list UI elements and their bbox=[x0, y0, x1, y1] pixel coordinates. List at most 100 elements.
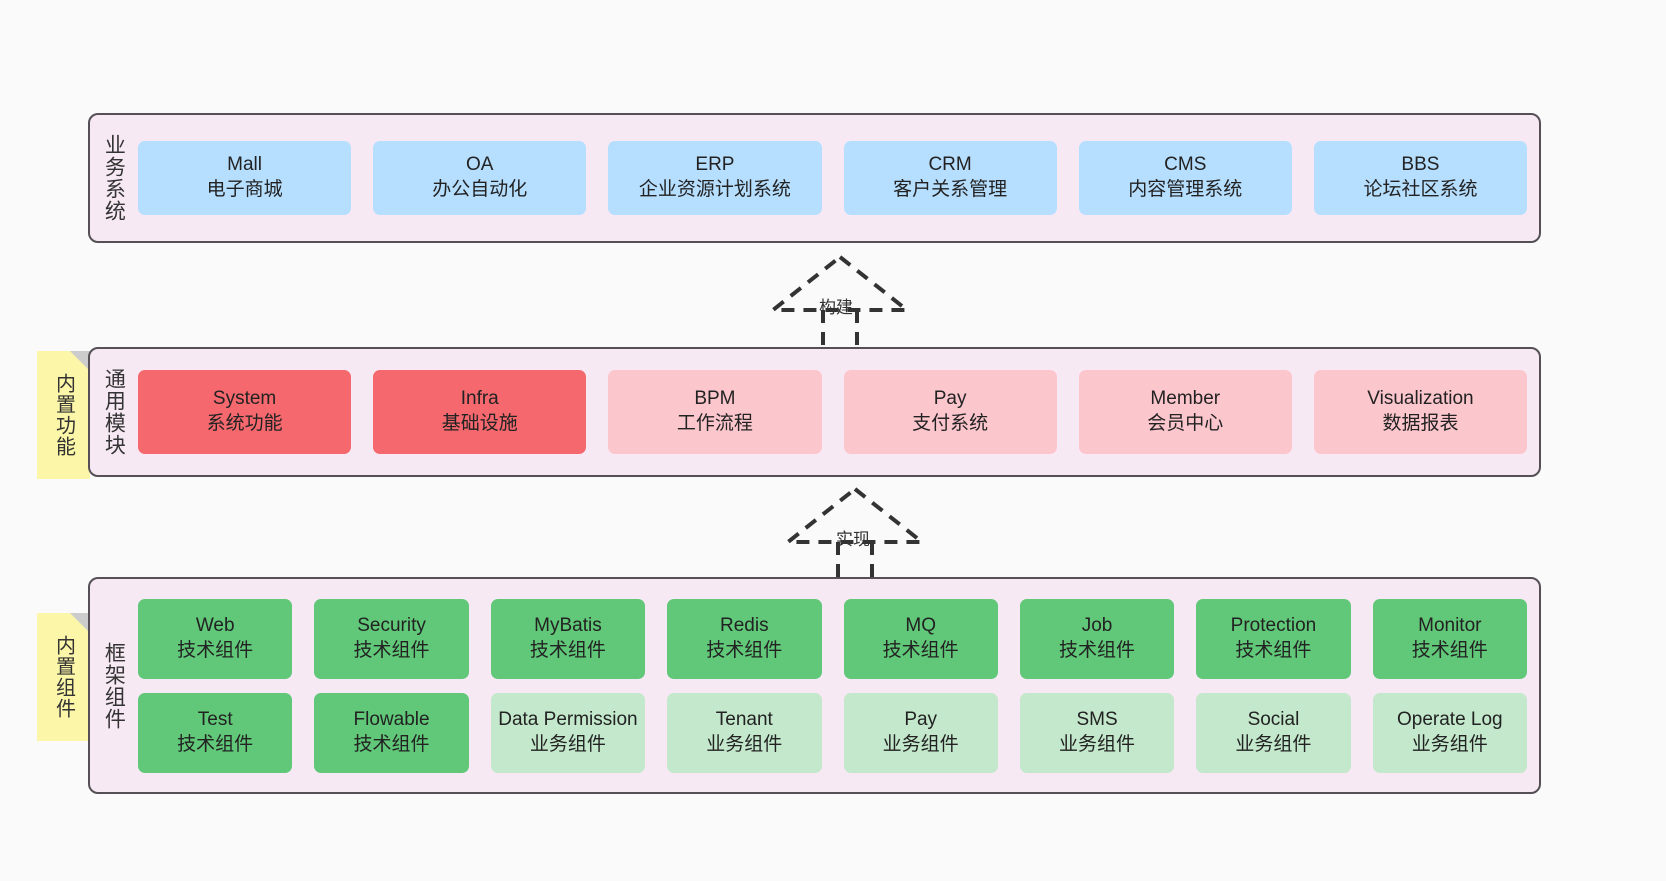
card-system[interactable]: System 系统功能 bbox=[138, 370, 352, 454]
layer-common-modules-label: 通用模块 bbox=[102, 368, 126, 456]
connector-implement-label: 实现 bbox=[836, 530, 870, 549]
card-test-name: Test bbox=[197, 708, 233, 730]
card-tenant[interactable]: Tenant 业务组件 bbox=[667, 692, 822, 773]
card-erp-name: ERP bbox=[695, 154, 735, 176]
layer-business-system-body: Mall 电子商城 OA 办公自动化 ERP 企业资源计划系统 CRM 客户关系… bbox=[136, 115, 1539, 241]
layer-business-system: 业务系统 Mall 电子商城 OA 办公自动化 ERP 企业资源计划系统 CRM… bbox=[88, 113, 1541, 243]
card-crm[interactable]: CRM 客户关系管理 bbox=[843, 141, 1057, 215]
layer-business-system-label: 业务系统 bbox=[102, 134, 126, 222]
card-social-desc: 业务组件 bbox=[1235, 733, 1312, 755]
card-member-name: Member bbox=[1150, 388, 1221, 410]
card-security-desc: 技术组件 bbox=[353, 639, 430, 661]
card-redis-desc: 技术组件 bbox=[706, 639, 783, 661]
card-pay-component[interactable]: Pay 业务组件 bbox=[843, 692, 998, 773]
layer-framework-components-body: Web 技术组件 Security 技术组件 MyBatis 技术组件 Redi… bbox=[136, 579, 1539, 792]
card-oa-name: OA bbox=[466, 154, 494, 176]
card-web-name: Web bbox=[195, 614, 235, 636]
card-visualization[interactable]: Visualization 数据报表 bbox=[1313, 370, 1528, 454]
card-mq[interactable]: MQ 技术组件 bbox=[843, 598, 998, 679]
card-data-permission-name: Data Permission bbox=[498, 708, 638, 730]
card-redis-name: Redis bbox=[720, 614, 769, 636]
card-mall-desc: 电子商城 bbox=[206, 179, 283, 200]
sticky-note-builtin-components: 内置组件 bbox=[37, 613, 90, 741]
card-security[interactable]: Security 技术组件 bbox=[314, 598, 469, 679]
card-monitor-desc: 技术组件 bbox=[1411, 639, 1488, 661]
card-oa[interactable]: OA 办公自动化 bbox=[373, 141, 587, 215]
card-bbs[interactable]: BBS 论坛社区系统 bbox=[1313, 141, 1528, 215]
card-sms-name: SMS bbox=[1076, 708, 1118, 730]
card-cms-name: CMS bbox=[1164, 154, 1207, 176]
module-card-row: System 系统功能 Infra 基础设施 BPM 工作流程 Pay 支付系统… bbox=[138, 370, 1528, 454]
card-mybatis-name: MyBatis bbox=[534, 614, 602, 636]
card-pay-component-name: Pay bbox=[904, 708, 938, 730]
card-mybatis[interactable]: MyBatis 技术组件 bbox=[490, 598, 646, 679]
card-test-desc: 技术组件 bbox=[177, 733, 254, 755]
card-flowable-desc: 技术组件 bbox=[353, 733, 430, 755]
sticky-note-builtin-features: 内置功能 bbox=[37, 351, 90, 479]
card-job-desc: 技术组件 bbox=[1059, 639, 1136, 661]
layer-common-modules: 通用模块 System 系统功能 Infra 基础设施 BPM 工作流程 Pay… bbox=[88, 347, 1541, 477]
card-data-permission-desc: 业务组件 bbox=[529, 733, 606, 755]
card-mybatis-desc: 技术组件 bbox=[529, 639, 606, 661]
layer-framework-components-label: 框架组件 bbox=[102, 641, 126, 730]
card-web[interactable]: Web 技术组件 bbox=[138, 598, 293, 679]
card-crm-name: CRM bbox=[928, 154, 972, 176]
connector-implement: 实现 bbox=[770, 486, 940, 587]
card-bpm-name: BPM bbox=[694, 388, 736, 410]
card-mq-name: MQ bbox=[905, 614, 936, 636]
card-flowable-name: Flowable bbox=[353, 708, 430, 730]
connector-build: 构建 bbox=[755, 254, 925, 355]
card-visualization-name: Visualization bbox=[1367, 388, 1474, 410]
card-protection[interactable]: Protection 技术组件 bbox=[1196, 598, 1351, 679]
card-erp[interactable]: ERP 企业资源计划系统 bbox=[608, 141, 822, 215]
card-monitor[interactable]: Monitor 技术组件 bbox=[1372, 598, 1527, 679]
card-job[interactable]: Job 技术组件 bbox=[1019, 598, 1175, 679]
card-member-desc: 会员中心 bbox=[1147, 413, 1224, 434]
framework-tech-row: Web 技术组件 Security 技术组件 MyBatis 技术组件 Redi… bbox=[138, 598, 1527, 679]
card-cms-desc: 内容管理系统 bbox=[1128, 179, 1243, 200]
card-pay-module[interactable]: Pay 支付系统 bbox=[843, 370, 1057, 454]
card-pay-module-desc: 支付系统 bbox=[912, 413, 989, 434]
card-bpm-desc: 工作流程 bbox=[676, 413, 753, 434]
card-job-name: Job bbox=[1081, 614, 1113, 636]
card-system-desc: 系统功能 bbox=[206, 413, 283, 434]
card-social[interactable]: Social 业务组件 bbox=[1196, 692, 1351, 773]
card-security-name: Security bbox=[357, 614, 426, 636]
card-mq-desc: 技术组件 bbox=[882, 639, 959, 661]
card-redis[interactable]: Redis 技术组件 bbox=[667, 598, 822, 679]
card-erp-desc: 企业资源计划系统 bbox=[638, 179, 791, 200]
connector-build-label: 构建 bbox=[819, 298, 853, 317]
card-web-desc: 技术组件 bbox=[177, 639, 254, 661]
card-protection-desc: 技术组件 bbox=[1235, 639, 1312, 661]
layer-framework-components: 框架组件 Web 技术组件 Security 技术组件 MyBatis 技术组件… bbox=[88, 577, 1541, 794]
card-visualization-desc: 数据报表 bbox=[1382, 413, 1459, 434]
card-mall-name: Mall bbox=[227, 154, 262, 176]
card-oa-desc: 办公自动化 bbox=[432, 179, 528, 200]
card-sms[interactable]: SMS 业务组件 bbox=[1019, 692, 1175, 773]
card-tenant-name: Tenant bbox=[715, 708, 773, 730]
card-operate-log-desc: 业务组件 bbox=[1411, 733, 1488, 755]
card-mall[interactable]: Mall 电子商城 bbox=[138, 141, 352, 215]
card-operate-log[interactable]: Operate Log 业务组件 bbox=[1372, 692, 1527, 773]
card-cms[interactable]: CMS 内容管理系统 bbox=[1078, 141, 1292, 215]
card-data-permission[interactable]: Data Permission 业务组件 bbox=[490, 692, 646, 773]
card-pay-component-desc: 业务组件 bbox=[882, 733, 959, 755]
framework-business-row: Test 技术组件 Flowable 技术组件 Data Permission … bbox=[138, 692, 1527, 773]
card-member[interactable]: Member 会员中心 bbox=[1078, 370, 1292, 454]
card-system-name: System bbox=[212, 388, 277, 410]
business-card-row: Mall 电子商城 OA 办公自动化 ERP 企业资源计划系统 CRM 客户关系… bbox=[138, 141, 1528, 215]
card-protection-name: Protection bbox=[1230, 614, 1317, 636]
card-infra-desc: 基础设施 bbox=[441, 413, 518, 434]
card-operate-log-name: Operate Log bbox=[1396, 708, 1503, 730]
card-bpm[interactable]: BPM 工作流程 bbox=[608, 370, 822, 454]
card-infra[interactable]: Infra 基础设施 bbox=[373, 370, 587, 454]
card-crm-desc: 客户关系管理 bbox=[893, 179, 1008, 200]
card-flowable[interactable]: Flowable 技术组件 bbox=[314, 692, 469, 773]
layer-common-modules-body: System 系统功能 Infra 基础设施 BPM 工作流程 Pay 支付系统… bbox=[136, 349, 1539, 475]
card-sms-desc: 业务组件 bbox=[1059, 733, 1136, 755]
sticky-note-builtin-components-label: 内置组件 bbox=[52, 635, 75, 719]
card-test[interactable]: Test 技术组件 bbox=[138, 692, 293, 773]
card-tenant-desc: 业务组件 bbox=[706, 733, 783, 755]
card-infra-name: Infra bbox=[460, 388, 499, 410]
